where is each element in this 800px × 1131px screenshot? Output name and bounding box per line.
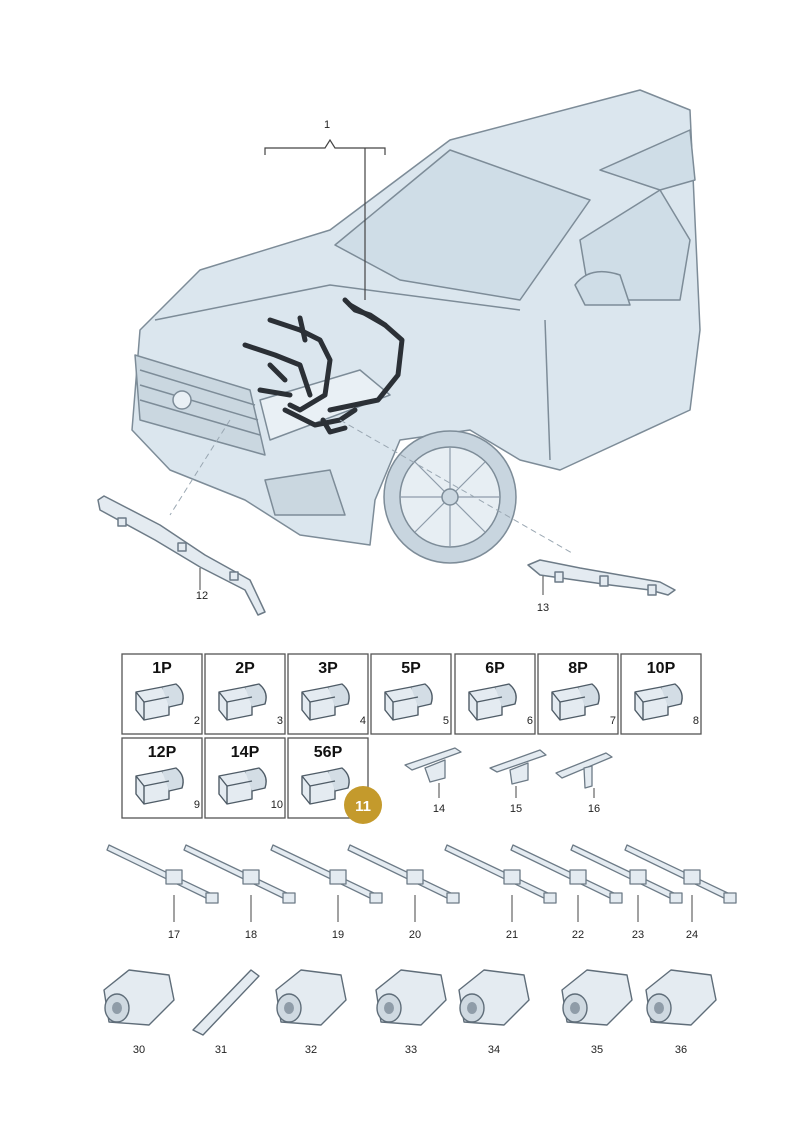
- connector-icon: [301, 683, 350, 721]
- connector-icon: [218, 767, 267, 805]
- connector-icon: [301, 767, 350, 805]
- callout-33: 33: [405, 1044, 417, 1056]
- svg-text:11: 11: [355, 798, 371, 815]
- connector-label: 5P: [401, 660, 421, 677]
- housing-30: 30: [103, 969, 175, 1056]
- connector-box-12p: 12P 9: [121, 737, 203, 819]
- badge-11: 11: [344, 786, 382, 824]
- connector-icon: [135, 683, 184, 721]
- cable-tie-22: 22: [510, 844, 623, 941]
- connector-label: 1P: [152, 660, 172, 677]
- callout-14: 14: [433, 803, 445, 815]
- callout-5: 5: [443, 715, 449, 727]
- callout-10: 10: [271, 799, 283, 811]
- callout-9: 9: [194, 799, 200, 811]
- connector-label: 6P: [485, 660, 505, 677]
- clip-16: [555, 752, 613, 789]
- connector-box-56p: 56P: [287, 737, 369, 819]
- callout-16: 16: [588, 803, 600, 815]
- clip-row: [404, 747, 613, 789]
- connector-box-10p: 10P 8: [620, 653, 702, 735]
- connector-box-3p: 3P 4: [287, 653, 369, 735]
- connector-icon: [551, 683, 600, 721]
- connector-icon: [135, 767, 184, 805]
- callout-13: 13: [537, 602, 549, 614]
- callout-32: 32: [305, 1044, 317, 1056]
- connector-box-2p: 2P 3: [204, 653, 286, 735]
- connector-icon: [634, 683, 683, 721]
- housing-31: 31: [192, 969, 260, 1056]
- connector-label: 10P: [647, 660, 676, 677]
- cable-tie-18: 18: [183, 844, 296, 941]
- connector-label: 56P: [314, 744, 343, 761]
- housing-36: 36: [645, 969, 717, 1056]
- callout-34: 34: [488, 1044, 500, 1056]
- connector-label: 12P: [148, 744, 177, 761]
- cable-tie-23: 23: [570, 844, 683, 941]
- callout-18: 18: [245, 929, 257, 941]
- vehicle-illustration: [131, 89, 701, 564]
- connector-box-6p: 6P 6: [454, 653, 536, 735]
- connector-box-8p: 8P 7: [537, 653, 619, 735]
- callout-6: 6: [527, 715, 533, 727]
- connector-icon: [218, 683, 267, 721]
- callout-2: 2: [194, 715, 200, 727]
- callout-8: 8: [693, 715, 699, 727]
- callout-1: 1: [324, 119, 330, 131]
- connector-label: 2P: [235, 660, 255, 677]
- connector-label: 14P: [231, 744, 260, 761]
- left-bracket: [97, 495, 266, 616]
- housing-34: 34: [458, 969, 530, 1056]
- callout-17: 17: [168, 929, 180, 941]
- connector-label: 3P: [318, 660, 338, 677]
- callout-12: 12: [196, 590, 208, 602]
- housing-row: 30 31 32 33 34 35 36: [103, 969, 717, 1056]
- connector-box-5p: 5P 5: [370, 653, 452, 735]
- callout-3: 3: [277, 715, 283, 727]
- callout-23: 23: [632, 929, 644, 941]
- callout-bracket: [264, 138, 386, 300]
- callout-7: 7: [610, 715, 616, 727]
- clip-14: [404, 747, 462, 783]
- callout-21: 21: [506, 929, 518, 941]
- callout-24: 24: [686, 929, 698, 941]
- wiring-harness: [242, 297, 405, 435]
- callout-19: 19: [332, 929, 344, 941]
- callout-30: 30: [133, 1044, 145, 1056]
- cable-tie-21: 21: [444, 844, 557, 941]
- clip-15: [489, 749, 547, 785]
- callout-15: 15: [510, 803, 522, 815]
- callout-4: 4: [360, 715, 366, 727]
- callout-36: 36: [675, 1044, 687, 1056]
- cable-tie-row: 17 18 19 20 21 22 23 24: [106, 844, 737, 941]
- callout-20: 20: [409, 929, 421, 941]
- callout-31: 31: [215, 1044, 227, 1056]
- connector-icon: [384, 683, 433, 721]
- callout-35: 35: [591, 1044, 603, 1056]
- cable-tie-24: 24: [624, 844, 737, 941]
- cable-tie-19: 19: [270, 844, 383, 941]
- housing-32: 32: [275, 969, 347, 1056]
- housing-35: 35: [561, 969, 633, 1056]
- connector-box-1p: 1P 2: [121, 653, 203, 735]
- housing-33: 33: [375, 969, 447, 1056]
- connector-icon: [468, 683, 517, 721]
- callout-22: 22: [572, 929, 584, 941]
- cable-tie-17: 17: [106, 844, 219, 941]
- right-bracket: [527, 559, 676, 596]
- connector-box-14p: 14P 10: [204, 737, 286, 819]
- cable-tie-20: 20: [347, 844, 460, 941]
- connector-label: 8P: [568, 660, 588, 677]
